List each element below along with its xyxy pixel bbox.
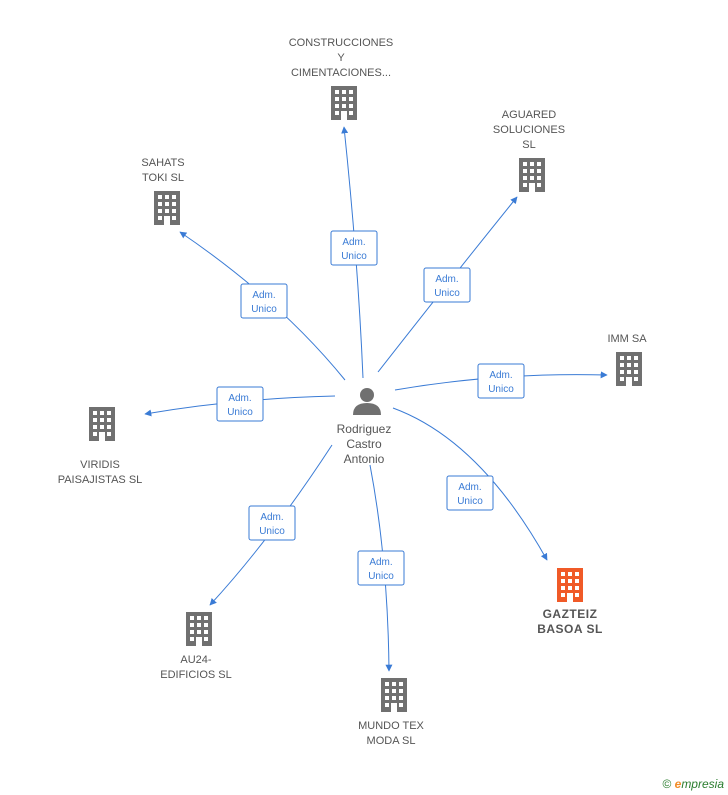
company-node-mundotex[interactable]: MUNDO TEX MODA SL [358,678,425,747]
relation-label-viridis[interactable]: Adm. Unico [216,386,264,422]
company-node-sahats[interactable]: SAHATS TOKI SL [141,157,185,225]
building-icon [557,568,583,602]
building-icon [616,352,642,386]
person-name-line-1: Rodriguez [337,422,392,436]
building-icon [154,191,180,225]
relation-label-line-1: Adm. [342,237,365,248]
company-name-line-1: CONSTRUCCIONES [289,37,394,49]
company-name-line-2: MODA SL [367,735,416,747]
relation-label-line-2: Unico [434,288,460,299]
copyright-symbol: © [662,777,672,791]
relation-label-line-1: Adm. [252,290,275,301]
person-icon [353,388,381,415]
company-name-line-2: PAISAJISTAS SL [58,474,143,486]
relation-label-line-1: Adm. [489,370,512,381]
relation-label-mundotex[interactable]: Adm. Unico [357,550,405,586]
building-icon [519,158,545,192]
relation-label-imm[interactable]: Adm. Unico [477,363,525,399]
relation-label-line-2: Unico [488,384,514,395]
relation-label-aguared[interactable]: Adm. Unico [423,267,471,303]
relation-label-line-1: Adm. [228,393,251,404]
building-icon [186,612,212,646]
relation-label-line-1: Adm. [435,274,458,285]
relation-label-construcciones[interactable]: Adm. Unico [330,230,378,266]
relation-label-line-1: Adm. [260,512,283,523]
company-nodes-layer: CONSTRUCCIONES Y CIMENTACIONES... AGUARED SO… [58,37,648,747]
edge-labels-layer: Adm.UnicoAdm.UnicoAdm.UnicoAdm.UnicoAdm.… [216,230,525,586]
edges-layer [144,126,608,672]
person-name-line-2: Castro [346,437,382,451]
relation-label-line-2: Unico [341,251,367,262]
company-name-line-2: SOLUCIONES [493,124,565,136]
edge-gazteiz [392,407,548,561]
building-icon [331,86,357,120]
relation-label-line-2: Unico [251,304,277,315]
relation-label-line-2: Unico [368,571,394,582]
company-node-construcciones[interactable]: CONSTRUCCIONES Y CIMENTACIONES... [289,37,394,120]
company-name-line-2: TOKI SL [142,172,184,184]
relation-label-line-1: Adm. [369,557,392,568]
company-name-line-1: VIRIDIS [80,459,120,471]
building-icon [89,407,115,441]
company-name-line-3: SL [522,139,535,151]
company-name-line-2: BASOA SL [537,622,603,636]
company-name-line-1: IMM SA [607,333,647,345]
relation-label-line-2: Unico [227,407,253,418]
relation-label-sahats[interactable]: Adm. Unico [240,283,288,319]
company-name-line-1: AU24- [180,654,212,666]
company-node-aguared[interactable]: AGUARED SOLUCIONES SL [493,109,565,192]
company-name-line-1: AGUARED [502,109,556,121]
company-name-line-1: GAZTEIZ [543,607,598,621]
company-name-line-3: CIMENTACIONES... [291,67,391,79]
relation-label-au24[interactable]: Adm. Unico [248,505,296,541]
company-node-viridis[interactable]: VIRIDIS PAISAJISTAS SL [58,407,143,486]
relation-label-gazteiz[interactable]: Adm. Unico [446,475,494,511]
company-name-line-2: Y [337,52,345,64]
company-name-line-1: MUNDO TEX [358,720,424,732]
company-name-line-1: SAHATS [141,157,184,169]
empresia-credit[interactable]: © empresia [662,777,724,791]
relation-label-line-2: Unico [457,496,483,507]
relation-label-line-2: Unico [259,526,285,537]
person-name-line-3: Antonio [344,452,385,466]
building-icon [381,678,407,712]
brand-name: mpresia [681,777,724,791]
person-node[interactable]: Rodriguez Castro Antonio [337,388,392,466]
brand-e: e [674,777,682,791]
company-node-au24[interactable]: AU24- EDIFICIOS SL [160,612,232,681]
relation-label-line-1: Adm. [458,482,481,493]
company-name-line-2: EDIFICIOS SL [160,669,232,681]
company-node-imm[interactable]: IMM SA [607,333,647,386]
